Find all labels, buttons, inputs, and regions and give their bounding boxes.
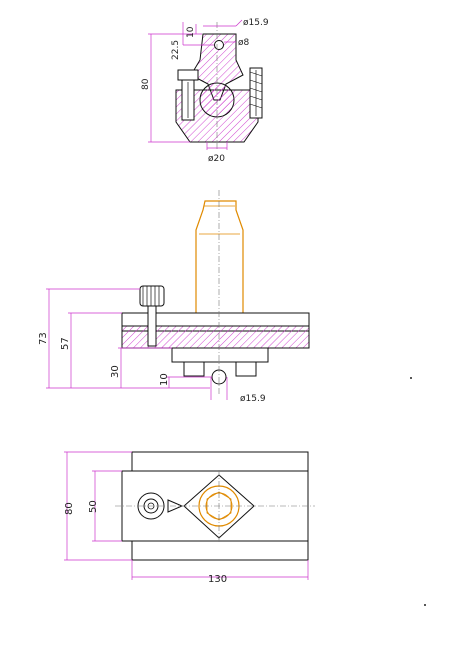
left-screw-head — [177, 69, 199, 81]
mount-block — [171, 347, 269, 363]
knob — [139, 285, 165, 307]
stray-dot — [424, 604, 426, 606]
stray-dot — [410, 377, 412, 379]
knob-shaft — [147, 305, 157, 347]
dim-side-dia: ø15.9 — [240, 394, 266, 404]
dim-130: 130 — [208, 574, 227, 585]
top-view: ø15.9 ø8 10 22.5 80 ø20 — [141, 18, 269, 164]
dim-57: 57 — [60, 337, 71, 350]
dim-bottom-dia: ø20 — [208, 154, 225, 164]
dim-30: 30 — [110, 365, 121, 378]
dim-80-top: 80 — [141, 78, 151, 90]
dim-10-side: 10 — [159, 373, 170, 386]
dim-80-plan: 80 — [64, 502, 75, 515]
side-view: 73 57 30 10 ø15.9 — [38, 190, 310, 404]
nut-right — [235, 361, 257, 377]
fork-hole — [214, 40, 224, 50]
plan-view: 80 50 130 — [64, 451, 315, 585]
dim-50: 50 — [88, 500, 99, 513]
dim-10-top: 10 — [186, 26, 196, 38]
nut-left — [183, 361, 205, 377]
dim-hole-dia: ø8 — [238, 38, 250, 48]
dim-top-dia: ø15.9 — [243, 18, 269, 28]
workpiece-outline — [195, 200, 244, 327]
dim-22-5: 22.5 — [171, 40, 181, 60]
dim-73: 73 — [38, 332, 49, 345]
